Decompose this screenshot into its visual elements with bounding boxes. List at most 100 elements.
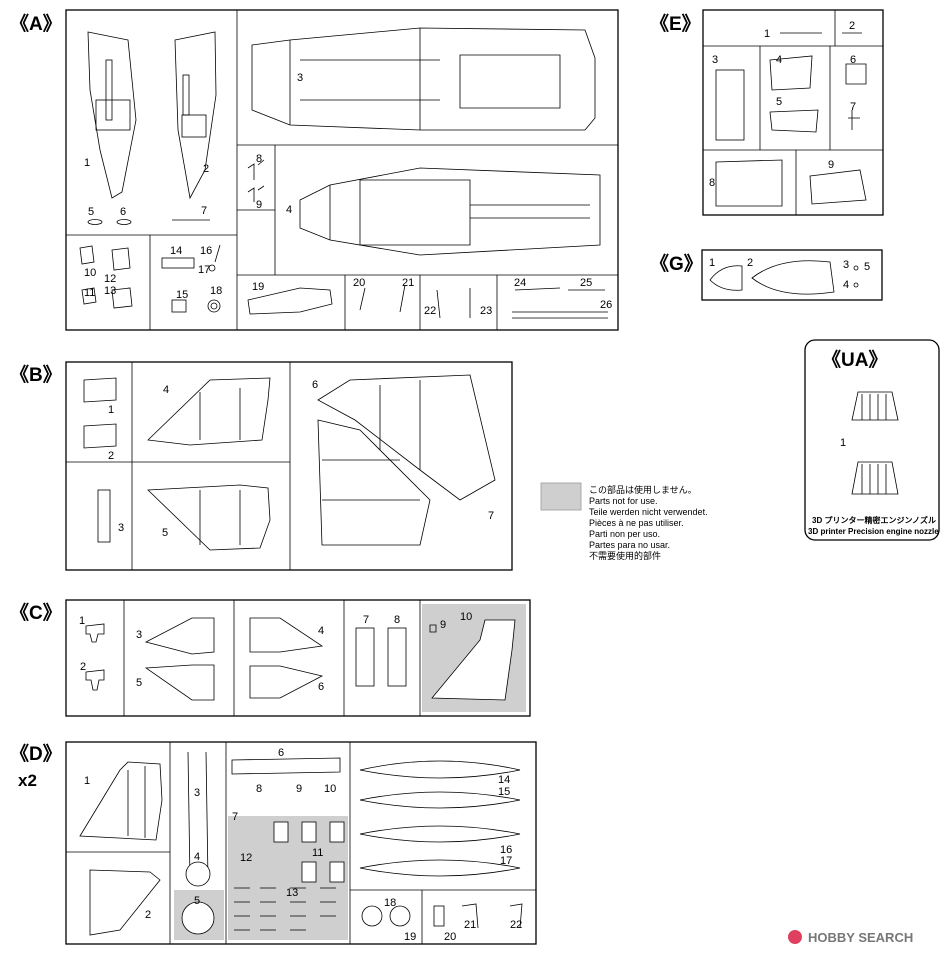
part-number: 7	[232, 811, 238, 823]
part-number: 19	[404, 931, 416, 943]
part-number: 13	[286, 887, 298, 899]
watermark: HOBBY SEARCH	[788, 930, 913, 945]
not-used-swatch	[540, 482, 582, 511]
part-number: 14	[498, 774, 510, 786]
section-g-label: 《G》	[650, 252, 703, 275]
section-ua-label: 《UA》	[822, 348, 887, 371]
not-used-legend: この部品は使用しません。 Parts not for use. Teile we…	[540, 482, 708, 561]
part-number: 14	[170, 245, 182, 257]
part-d1-fin	[79, 761, 163, 841]
part-number: 2	[145, 909, 151, 921]
part-number: 9	[296, 783, 302, 795]
part-number: 7	[201, 205, 207, 217]
part-number: 9	[828, 159, 834, 171]
section-d-label: 《D》	[10, 742, 62, 765]
part-number: 7	[850, 101, 856, 113]
part-g1-windscreen	[709, 265, 743, 291]
part-number: 15	[498, 786, 510, 798]
part-number: 8	[394, 614, 400, 626]
legend-line: Parti non per uso.	[589, 529, 660, 539]
part-number: 7	[363, 614, 369, 626]
runner-d-part-numbers: 1 2 3 4 5 6 7 8 9 10 11 12 13 14 15 16 1…	[84, 747, 522, 943]
ua-caption-en: 3D printer Precision engine nozzle	[808, 527, 939, 536]
part-number: 18	[210, 285, 222, 297]
part-number: 12	[104, 273, 116, 285]
legend-line: Partes para no usar.	[589, 540, 670, 550]
part-number: 5	[776, 96, 782, 108]
runner-g-part-numbers: 1 2 3 4 5	[709, 257, 870, 291]
part-b4-wing	[147, 377, 271, 446]
part-number: 3	[136, 629, 142, 641]
part-number: 2	[203, 163, 209, 175]
part-number: 1	[840, 437, 846, 449]
part-number: 1	[709, 257, 715, 269]
part-d2-stab	[89, 869, 161, 936]
part-number: 4	[776, 54, 782, 66]
part-number: 2	[747, 257, 753, 269]
part-number: 1	[79, 615, 85, 627]
part-ua1-nozzle	[851, 391, 899, 421]
part-number: 11	[312, 847, 323, 859]
part-number: 22	[510, 919, 522, 931]
section-d-quantity: x2	[18, 771, 37, 790]
part-number: 1	[84, 157, 90, 169]
part-number: 10	[324, 783, 336, 795]
part-number: 7	[488, 510, 494, 522]
part-number: 21	[402, 277, 414, 289]
part-number: 22	[424, 305, 436, 317]
legend-line: 不需要使用的部件	[589, 550, 661, 561]
part-number: 2	[108, 450, 114, 462]
part-number: 26	[600, 299, 612, 311]
part-number: 13	[104, 285, 116, 297]
part-number: 3	[194, 787, 200, 799]
part-number: 4	[286, 204, 292, 216]
part-number: 6	[278, 747, 284, 759]
part-number: 5	[162, 527, 168, 539]
part-a19-intake	[247, 287, 333, 315]
runner-e-part-numbers: 1 2 3 4 5 6 7 8 9	[709, 20, 856, 189]
part-number: 5	[88, 206, 94, 218]
part-number: 3	[843, 259, 849, 271]
runner-b-part-numbers: 1 2 3 4 5 6 7	[108, 379, 494, 539]
part-number: 1	[108, 404, 114, 416]
part-number: 6	[312, 379, 318, 391]
legend-line: Teile werden nicht verwendet.	[589, 507, 708, 517]
ua-caption-jp: 3D プリンター精密エンジンノズル	[812, 515, 936, 525]
part-number: 10	[460, 611, 472, 623]
runner-c	[65, 599, 531, 717]
runner-c-part-numbers: 1 2 3 4 5 6 7 8 9 10	[79, 611, 472, 693]
part-number: 18	[384, 897, 396, 909]
legend-line: この部品は使用しません。	[589, 484, 697, 495]
runner-g	[701, 249, 883, 301]
part-number: 12	[240, 852, 252, 864]
runner-ua: 《UA》 1 3D プリンター精密エンジンノズル 3D printer Prec…	[804, 339, 940, 541]
runner-a-part-numbers: 1 2 3 4 5 6 7 8 9 10 11 12 13 14 15 16 1…	[84, 72, 612, 317]
part-number: 15	[176, 289, 188, 301]
part-number: 9	[256, 199, 262, 211]
part-number: 1	[84, 775, 90, 787]
part-number: 6	[120, 206, 126, 218]
part-number: 20	[353, 277, 365, 289]
part-number: 25	[580, 277, 592, 289]
part-a3-fuselage-top	[251, 27, 596, 131]
part-number: 2	[849, 20, 855, 32]
part-number: 8	[256, 783, 262, 795]
part-number: 6	[318, 681, 324, 693]
part-number: 17	[500, 855, 512, 867]
part-number: 9	[440, 619, 446, 631]
part-number: 2	[80, 661, 86, 673]
watermark-text: HOBBY SEARCH	[808, 930, 913, 945]
section-b-label: 《B》	[10, 363, 62, 386]
part-e9-panel	[809, 169, 867, 205]
section-c-label: 《C》	[10, 601, 62, 624]
part-number: 1	[764, 28, 770, 40]
part-number: 11	[84, 287, 95, 299]
runner-b	[65, 361, 513, 571]
part-number: 3	[118, 522, 124, 534]
part-number: 4	[163, 384, 169, 396]
part-number: 5	[136, 677, 142, 689]
runner-d	[65, 741, 537, 945]
part-ua1-nozzle-alt	[851, 461, 899, 495]
legend-line: Pièces à ne pas utiliser.	[589, 518, 684, 528]
